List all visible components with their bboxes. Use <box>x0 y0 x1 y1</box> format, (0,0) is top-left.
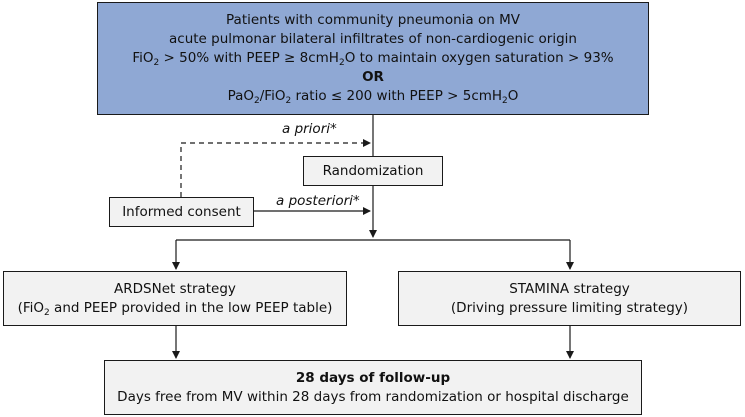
eligibility-line-3: FiO2 > 50% with PEEP ≥ 8cmH2O to maintai… <box>132 50 614 68</box>
connector-a-priori <box>180 139 371 197</box>
follow-up-subtitle: Days free from MV within 28 days from ra… <box>117 388 629 405</box>
stamina-subtitle: (Driving pressure limiting strategy) <box>450 299 689 316</box>
a-posteriori-label: a posteriori* <box>276 193 360 209</box>
eligibility-or-label: OR <box>362 69 384 85</box>
randomization-label: Randomization <box>322 162 424 179</box>
informed-consent-label: Informed consent <box>122 203 241 220</box>
a-priori-label: a priori* <box>282 121 337 137</box>
ardsnet-strategy-box: ARDSNet strategy (FiO2 and PEEP provided… <box>3 271 347 326</box>
stamina-strategy-box: STAMINA strategy (Driving pressure limit… <box>398 271 741 326</box>
eligibility-line-1: Patients with community pneumonia on MV <box>226 12 520 28</box>
ardsnet-title: ARDSNet strategy <box>114 280 236 297</box>
ardsnet-subtitle: (FiO2 and PEEP provided in the low PEEP … <box>17 299 333 318</box>
stamina-title: STAMINA strategy <box>509 280 630 297</box>
eligibility-box: Patients with community pneumonia on MV … <box>97 2 649 115</box>
follow-up-title: 28 days of follow-up <box>295 369 451 386</box>
eligibility-line-5: PaO2/FiO2 ratio ≤ 200 with PEEP > 5cmH2O <box>227 88 519 106</box>
follow-up-box: 28 days of follow-up Days free from MV w… <box>104 360 642 415</box>
randomization-box: Randomization <box>303 156 443 186</box>
informed-consent-box: Informed consent <box>109 197 254 227</box>
eligibility-line-2: acute pulmonar bilateral infiltrates of … <box>169 31 577 47</box>
